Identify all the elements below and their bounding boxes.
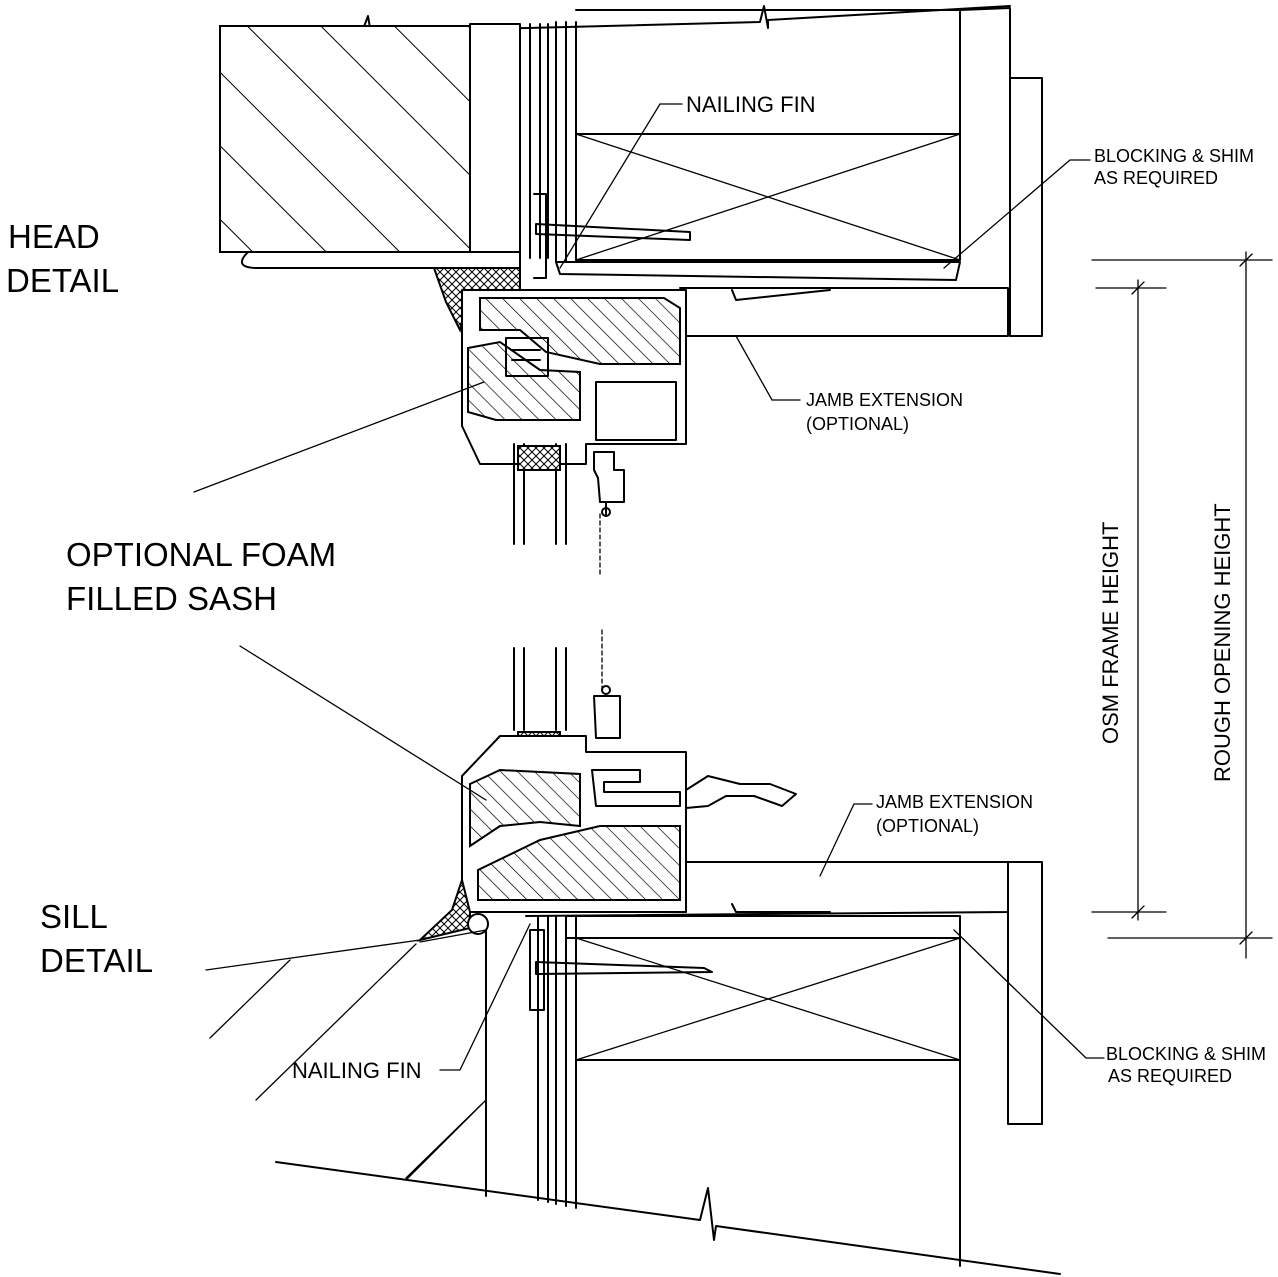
jamb-ext-bottom-line1: JAMB EXTENSION <box>876 792 1033 812</box>
dimension-lines <box>1137 251 1247 959</box>
head-sheathing-lines <box>529 21 577 263</box>
foam-sash-line1: OPTIONAL FOAM <box>66 536 336 573</box>
blocking-bottom-line2: AS REQUIRED <box>1108 1066 1232 1086</box>
header-trim <box>469 23 521 253</box>
jamb-ext-bottom-line2: (OPTIONAL) <box>876 816 979 836</box>
dimension-ticks <box>1131 253 1253 945</box>
sill-detail-line2: DETAIL <box>40 942 153 979</box>
text-labels: HEAD DETAIL OPTIONAL FOAM FILLED SASH SI… <box>6 92 1266 1086</box>
sill-lock-handle <box>685 775 797 809</box>
sill-backer-rod <box>467 913 489 935</box>
sill-glass-panes <box>513 647 567 731</box>
sill-wall-hatch <box>205 939 487 1181</box>
nailing-fin-top-label: NAILING FIN <box>686 92 816 117</box>
sill-shim <box>565 915 961 939</box>
sill-foam-seal <box>416 876 471 942</box>
jamb-ext-top-line2: (OPTIONAL) <box>806 414 909 434</box>
sill-sash-foam <box>469 768 581 848</box>
sill-nail <box>535 961 713 975</box>
head-nail <box>535 223 691 241</box>
sill-break-line <box>275 1161 1061 1275</box>
head-shim <box>555 261 961 281</box>
head-jamb-ext-wedge <box>731 289 831 301</box>
head-nailing-fin <box>533 193 547 279</box>
head-detail <box>219 5 1043 575</box>
head-detail-line1: HEAD <box>8 218 100 255</box>
jamb-ext-top-line1: JAMB EXTENSION <box>806 390 963 410</box>
leader-lines <box>193 103 1105 1071</box>
foam-sash-leader-top <box>193 381 485 493</box>
dimension-extension-lines <box>1091 259 1273 939</box>
sill-screw <box>601 685 611 695</box>
head-jamb-extension <box>679 287 1009 337</box>
sill-blocking-x <box>575 937 961 1061</box>
foam-sash-line2: FILLED SASH <box>66 580 277 617</box>
foam-sash-leader-bottom <box>239 645 487 801</box>
nailing-fin-bottom-leader <box>439 923 531 1071</box>
sill-wall-top <box>419 929 487 943</box>
sill-frame-foam <box>477 825 681 901</box>
dimensions <box>1091 251 1273 959</box>
blocking-top-leader <box>943 159 1091 269</box>
head-drywall-return <box>240 251 521 269</box>
sill-hardware <box>593 695 621 739</box>
nailing-fin-bottom-label: NAILING FIN <box>292 1058 422 1083</box>
head-glass-panes <box>513 443 567 545</box>
sill-detail <box>205 629 1061 1275</box>
sill-detail-line1: SILL <box>40 898 108 935</box>
sill-jamb-ext-wedge <box>731 903 831 913</box>
head-screw <box>601 507 611 517</box>
head-frame-foam <box>479 297 681 365</box>
header-beam <box>219 25 471 253</box>
sill-lock-body <box>591 769 681 807</box>
sill-nailing-fin <box>529 929 545 1011</box>
sill-sheathing-lines <box>485 915 577 1209</box>
rough-opening-height-label: ROUGH OPENING HEIGHT <box>1210 503 1235 782</box>
head-weatherstrip <box>505 337 549 377</box>
head-frame-chamber <box>595 381 677 441</box>
blocking-bottom-leader <box>953 929 1105 1059</box>
osm-frame-height-label: OSM FRAME HEIGHT <box>1098 522 1123 744</box>
jamb-ext-top-leader <box>735 335 801 401</box>
head-weatherstrip-detail <box>511 349 541 361</box>
nailing-fin-top-leader <box>559 103 683 269</box>
sill-casing <box>1007 861 1043 1125</box>
head-hardware <box>593 451 625 503</box>
blocking-top-line1: BLOCKING & SHIM <box>1094 146 1254 166</box>
blocking-top-line2: AS REQUIRED <box>1094 168 1218 188</box>
sill-jamb-lines <box>575 1059 961 1267</box>
head-detail-line2: DETAIL <box>6 262 119 299</box>
jamb-ext-bottom-leader <box>819 803 873 877</box>
blocking-bottom-line1: BLOCKING & SHIM <box>1106 1044 1266 1064</box>
head-glass-spacer <box>517 445 561 471</box>
